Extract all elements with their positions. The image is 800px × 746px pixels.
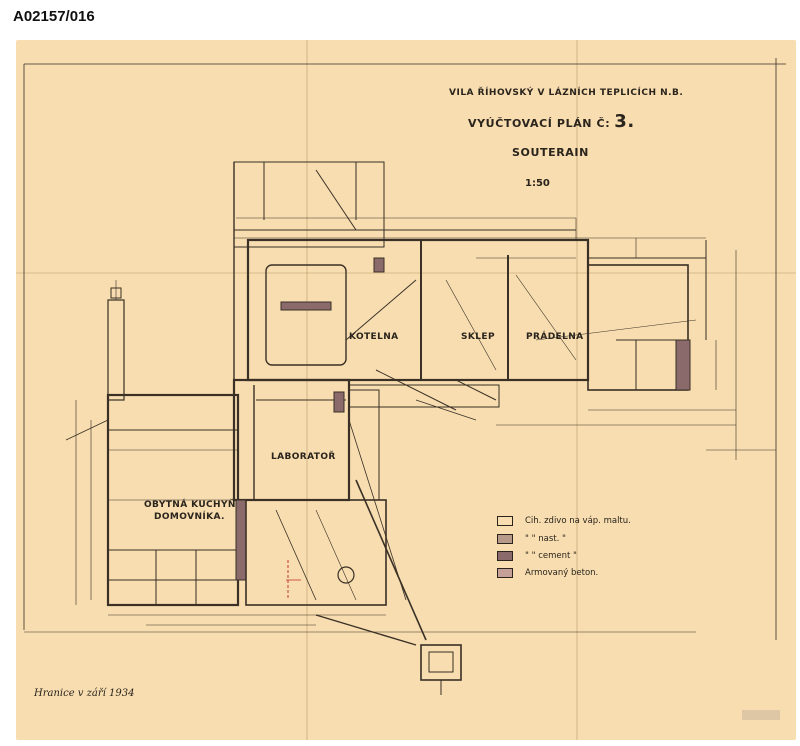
legend-label: Armovaný beton. <box>525 567 599 578</box>
floor-plan-drawing <box>23 58 786 695</box>
room-label-kuchyn: OBYTNÁ KUCHYŇ <box>144 500 236 510</box>
project-title: VILA ŘÍHOVSKÝ V LÁZNÍCH TEPLICÍCH N.B. <box>449 88 684 98</box>
signature-date: Hranice v září 1934 <box>34 688 135 699</box>
room-label-kuchyn-2: DOMOVNÍKA. <box>154 512 225 522</box>
floor-title: SOUTERAIN <box>512 146 589 159</box>
legend-label: Cih. zdivo na váp. maltu. <box>525 515 631 526</box>
plan-title-text: VYÚČTOVACÍ PLÁN Č: <box>468 117 611 130</box>
legend-item: Armovaný beton. <box>497 566 598 579</box>
legend-label: " " cement " <box>525 550 577 561</box>
room-label-laborator: LABORATOŘ <box>271 452 336 462</box>
legend-swatch <box>497 567 513 578</box>
fold-line <box>16 272 796 274</box>
legend-label: " " nast. " <box>525 533 566 544</box>
room-label-pradelna: PRÁDELNA <box>526 332 584 342</box>
legend-item: " " nast. " <box>497 532 566 545</box>
legend-item: " " cement " <box>497 549 577 562</box>
plan-number: 3. <box>614 111 635 132</box>
room-label-kotelna: KOTELNA <box>349 332 399 342</box>
plan-title: VYÚČTOVACÍ PLÁN Č:3. <box>468 111 635 132</box>
document-reference: A02157/016 <box>13 8 95 25</box>
fold-line <box>306 40 308 740</box>
room-label-sklep: SKLEP <box>461 332 495 342</box>
legend-swatch <box>497 550 513 561</box>
archive-stamp <box>742 710 780 720</box>
drawing-sheet: VILA ŘÍHOVSKÝ V LÁZNÍCH TEPLICÍCH N.B. V… <box>16 40 796 740</box>
legend-item: Cih. zdivo na váp. maltu. <box>497 514 631 527</box>
legend-swatch <box>497 533 513 544</box>
scale-label: 1:50 <box>525 178 550 189</box>
fold-line <box>576 40 578 740</box>
legend-swatch <box>497 515 513 526</box>
